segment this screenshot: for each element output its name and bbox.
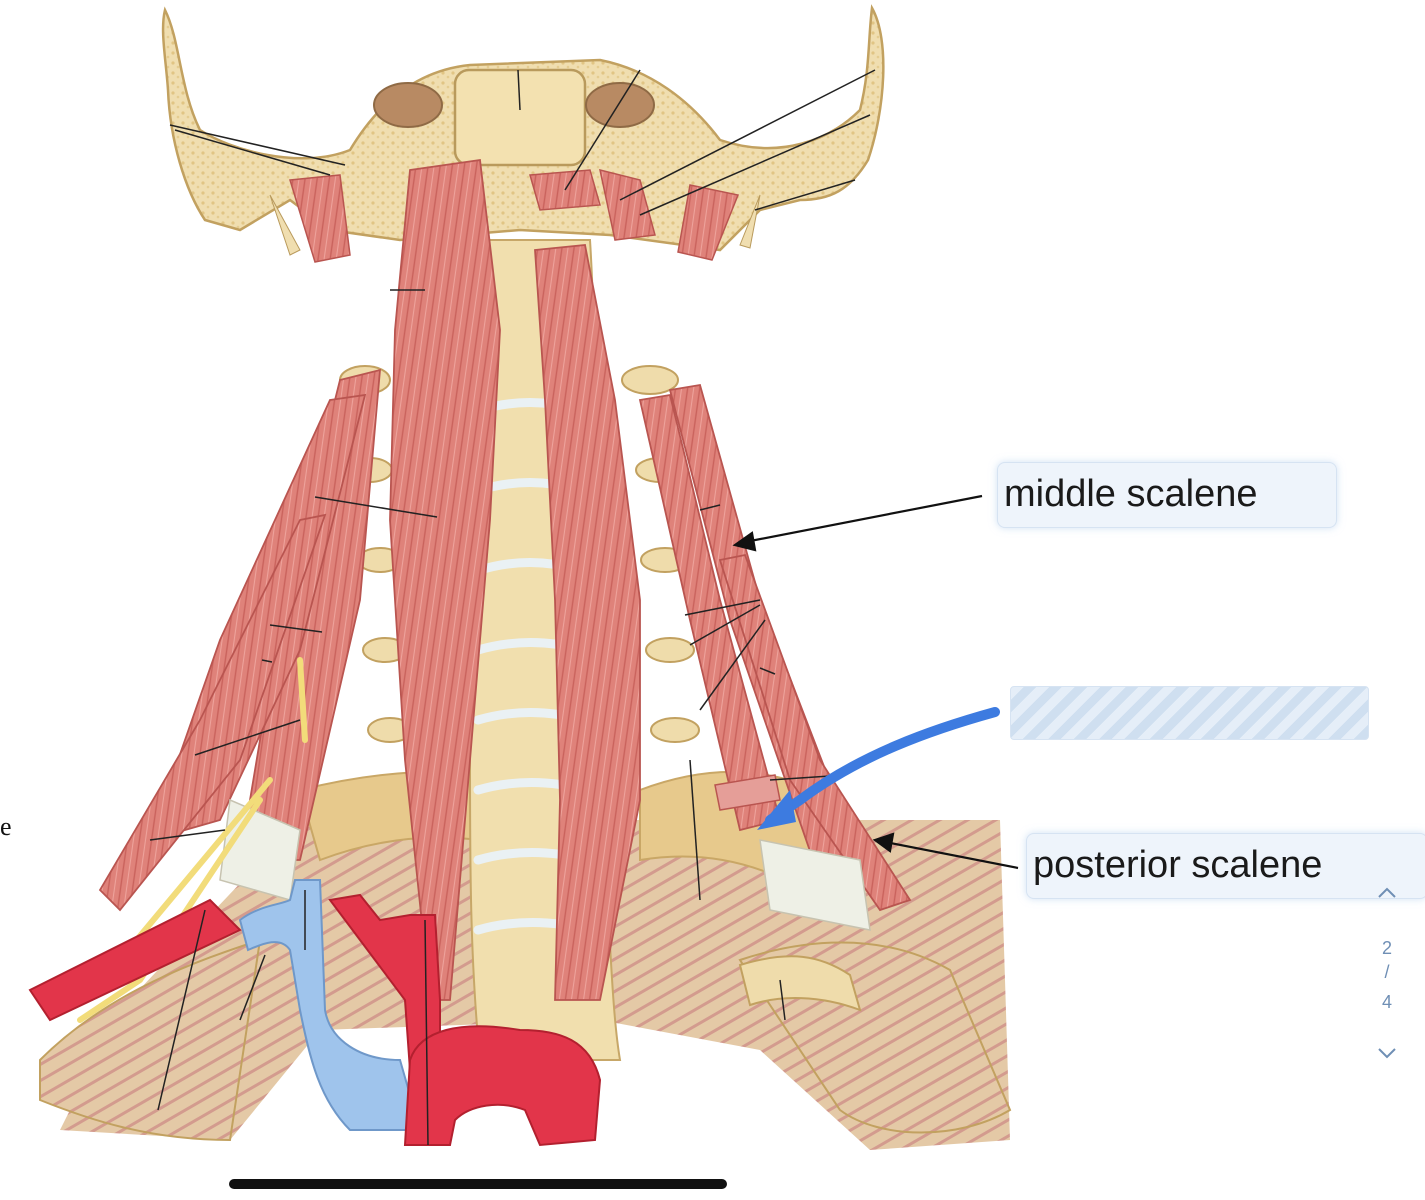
label-arrows (732, 494, 1019, 870)
longus-capitis-left (389, 158, 501, 1001)
label-posterior-scalene: posterior scalene (1026, 833, 1425, 899)
scalene-posterior-right (718, 553, 912, 912)
carotid-artery (328, 893, 441, 1072)
chevron-down-icon[interactable] (1370, 1040, 1404, 1070)
foramen-right (585, 82, 655, 128)
page-current: 2 (1381, 938, 1392, 958)
rectus-capitis-lateralis-right (677, 184, 740, 261)
longus-colli-right (534, 244, 641, 1001)
blue-annotation-arrow (765, 707, 1000, 825)
page-total: 4 (1381, 992, 1392, 1012)
rectus-capitis-anterior-right (599, 168, 656, 241)
leader-lines (149, 69, 876, 1146)
subclavian-artery-left (28, 898, 242, 1022)
blue-arrowhead (757, 790, 796, 830)
page-separator: / (1384, 962, 1390, 982)
tendon-right (759, 839, 871, 931)
label-middle-scalene: middle scalene (997, 462, 1337, 528)
aortic-arch (403, 1025, 602, 1147)
styloid-left (269, 194, 301, 256)
rectus-capitis-lateralis-left (289, 174, 351, 263)
foramen-left (373, 82, 443, 128)
cut-muscle-right (714, 774, 781, 811)
rib-right-bone (738, 955, 862, 1012)
hidden-answer-box[interactable] (1010, 686, 1369, 740)
scalene-posterior-left (98, 513, 327, 912)
styloid-right (739, 194, 761, 249)
truncated-side-label: e (0, 812, 12, 841)
home-indicator-bar (229, 1179, 727, 1189)
chevron-up-icon[interactable] (1370, 880, 1404, 910)
basilar-part-occipital (453, 68, 587, 167)
